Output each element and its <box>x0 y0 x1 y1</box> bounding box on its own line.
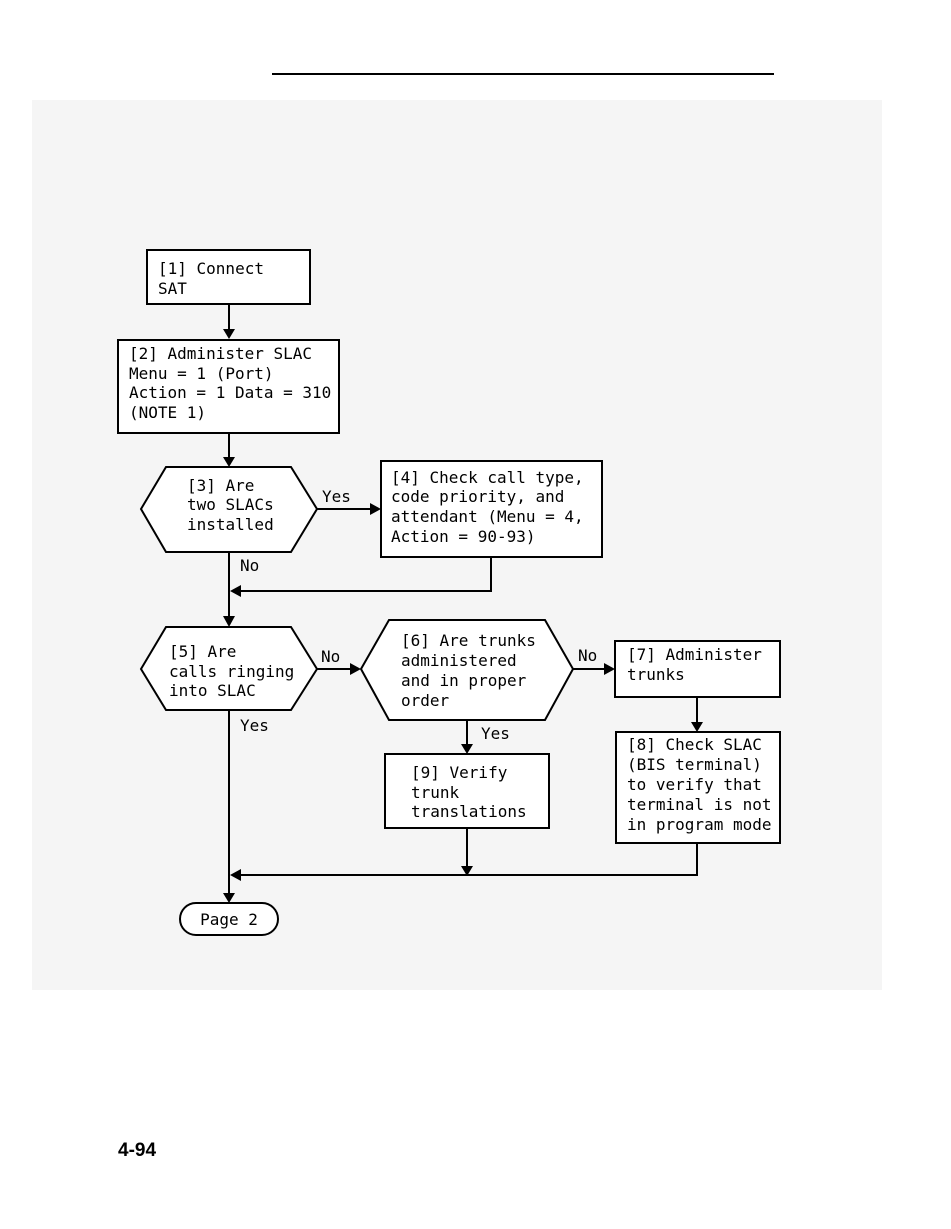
terminator-page-2 <box>179 902 279 936</box>
node-8-line-5: in program mode <box>627 815 772 834</box>
process-box-4 <box>380 460 603 558</box>
process-box-1 <box>146 249 311 305</box>
node-labels: [1] Connect SAT [2] Administer SLAC Menu… <box>129 259 772 929</box>
connectors <box>223 304 703 903</box>
edge-label-6-no: No <box>578 646 597 665</box>
node-6-line-2: administered <box>401 651 517 670</box>
arrowhead <box>223 893 235 903</box>
node-4-line-4: Action = 90-93) <box>391 527 536 546</box>
node-10-label: Page 2 <box>200 910 258 929</box>
node-1-line-2: SAT <box>158 279 187 298</box>
edge-label-5-yes: Yes <box>240 716 269 735</box>
edge-8-merge <box>240 843 698 876</box>
arrowhead <box>350 663 361 675</box>
node-7-line-1: [7] Administer <box>627 645 762 664</box>
node-8-line-1: [8] Check SLAC <box>627 735 762 754</box>
node-4-line-3: attendant (Menu = 4, <box>391 507 584 526</box>
edge-label-3-no: No <box>240 556 259 575</box>
arrowhead <box>230 869 241 881</box>
node-1-line-1: [1] Connect <box>158 259 264 278</box>
node-4-line-2: code priority, and <box>391 487 564 506</box>
arrowhead <box>461 744 473 754</box>
node-6-line-4: order <box>401 691 450 710</box>
node-6-line-3: and in proper <box>401 671 527 690</box>
arrowhead <box>223 329 235 339</box>
edge-4-merge <box>240 557 492 592</box>
node-6-line-1: [6] Are trunks <box>401 631 536 650</box>
edge-labels: Yes No No Yes No Yes <box>240 487 597 743</box>
process-box-2 <box>117 339 340 434</box>
node-5-line-3: into SLAC <box>169 681 256 700</box>
node-4-line-1: [4] Check call type, <box>391 468 584 487</box>
arrowhead <box>461 866 473 876</box>
node-2-line-3: Action = 1 Data = 310 <box>129 383 331 402</box>
node-8-line-3: to verify that <box>627 775 762 794</box>
page-number: 4-94 <box>118 1140 157 1161</box>
arrowhead <box>223 616 235 627</box>
arrowhead <box>223 457 235 467</box>
node-2-line-4: (NOTE 1) <box>129 403 206 422</box>
decision-hexagon-5 <box>139 626 319 711</box>
node-2-line-2: Menu = 1 (Port) <box>129 364 274 383</box>
decision-hexagon-3 <box>139 466 319 553</box>
node-shapes <box>117 249 781 936</box>
edge-label-6-yes: Yes <box>481 724 510 743</box>
process-box-9 <box>384 753 550 829</box>
node-9-line-3: translations <box>411 802 527 821</box>
node-8-line-2: (BIS terminal) <box>627 755 762 774</box>
process-box-8 <box>615 731 781 844</box>
node-5-line-1: [5] Are <box>169 642 236 661</box>
node-8-line-4: terminal is not <box>627 795 772 814</box>
node-3-line-2: two SLACs <box>187 495 274 514</box>
arrowhead <box>370 503 381 515</box>
node-9-line-1: [9] Verify <box>411 763 508 782</box>
arrowhead <box>691 722 703 732</box>
edge-label-5-no: No <box>321 647 340 666</box>
node-3-line-1: [3] Are <box>187 476 254 495</box>
decision-hexagon-6 <box>359 619 575 721</box>
node-7-line-2: trunks <box>627 665 685 684</box>
process-box-7 <box>614 640 781 698</box>
header-rule <box>272 73 774 75</box>
edge-label-3-yes: Yes <box>322 487 351 506</box>
arrowhead <box>604 663 615 675</box>
node-3-line-3: installed <box>187 515 274 534</box>
node-9-line-2: trunk <box>411 783 460 802</box>
arrowhead <box>230 585 241 597</box>
node-5-line-2: calls ringing <box>169 662 294 681</box>
node-2-line-1: [2] Administer SLAC <box>129 344 312 363</box>
